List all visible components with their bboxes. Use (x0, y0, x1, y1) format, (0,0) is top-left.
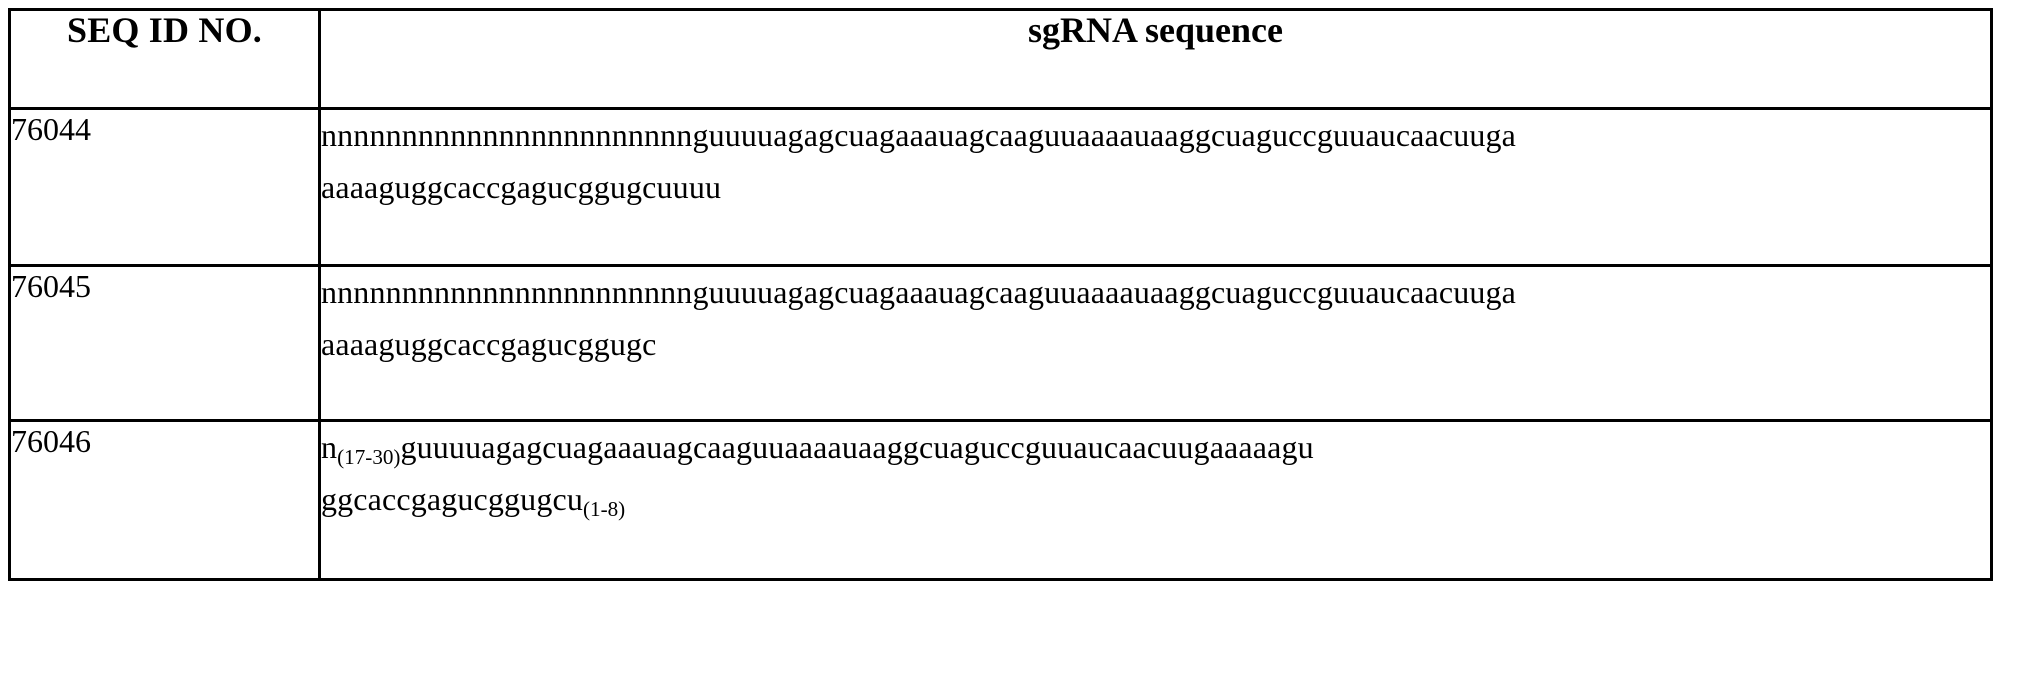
sequence-line: nnnnnnnnnnnnnnnnnnnnnnnguuuuagagcuagaaau… (321, 117, 1517, 153)
sequence-scaffold-part-2: ggcaccgagucggugcu (321, 480, 583, 517)
sequence-scaffold-part-1: guuuuagagcuagaaauagcaaguuaaaauaaggcuaguc… (400, 429, 1314, 465)
sequence-line: nnnnnnnnnnnnnnnnnnnnnnnguuuuagagcuagaaau… (321, 274, 1517, 310)
table-body: 76044 nnnnnnnnnnnnnnnnnnnnnnnguuuuagagcu… (8, 107, 1993, 581)
cell-sequence: n(17-30)guuuuagagcuagaaauagcaaguuaaaauaa… (318, 419, 1993, 581)
table-row: 76045 nnnnnnnnnnnnnnnnnnnnnnnguuuuagagcu… (8, 264, 1993, 422)
table-row: 76044 nnnnnnnnnnnnnnnnnnnnnnnguuuuagagcu… (8, 107, 1993, 267)
column-header-seq-id: SEQ ID NO. (8, 8, 321, 110)
sequence-listing-table: SEQ ID NO. sgRNA sequence 76044 nnnnnnnn… (8, 8, 1993, 581)
column-header-sgrna-sequence: sgRNA sequence (318, 8, 1993, 110)
table-header: SEQ ID NO. sgRNA sequence (8, 8, 1993, 110)
table-header-row: SEQ ID NO. sgRNA sequence (8, 8, 1993, 110)
cell-seq-id: 76046 (8, 419, 321, 581)
cell-seq-id: 76044 (8, 107, 321, 267)
cell-sequence: nnnnnnnnnnnnnnnnnnnnnnnguuuuagagcuagaaau… (318, 264, 1993, 422)
sequence-line: aaaaguggcaccgagucggugc (321, 325, 657, 362)
table-row: 76046 n(17-30)guuuuagagcuagaaauagcaaguua… (8, 419, 1993, 581)
sequence-base-n: n (321, 429, 338, 465)
sequence-line: aaaaguggcaccgagucggugcuuuu (321, 168, 722, 205)
sequence-line: ggcaccgagucggugcu(1-8) (321, 474, 1990, 526)
sequence-subscript-range: (1-8) (582, 497, 626, 522)
sequence-line: n(17-30)guuuuagagcuagaaauagcaaguuaaaauaa… (321, 422, 1990, 474)
cell-sequence: nnnnnnnnnnnnnnnnnnnnnnnguuuuagagcuagaaau… (318, 107, 1993, 267)
page-canvas: SEQ ID NO. sgRNA sequence 76044 nnnnnnnn… (0, 8, 2018, 693)
sequence-subscript-range: (17-30) (337, 445, 401, 470)
cell-seq-id: 76045 (8, 264, 321, 422)
